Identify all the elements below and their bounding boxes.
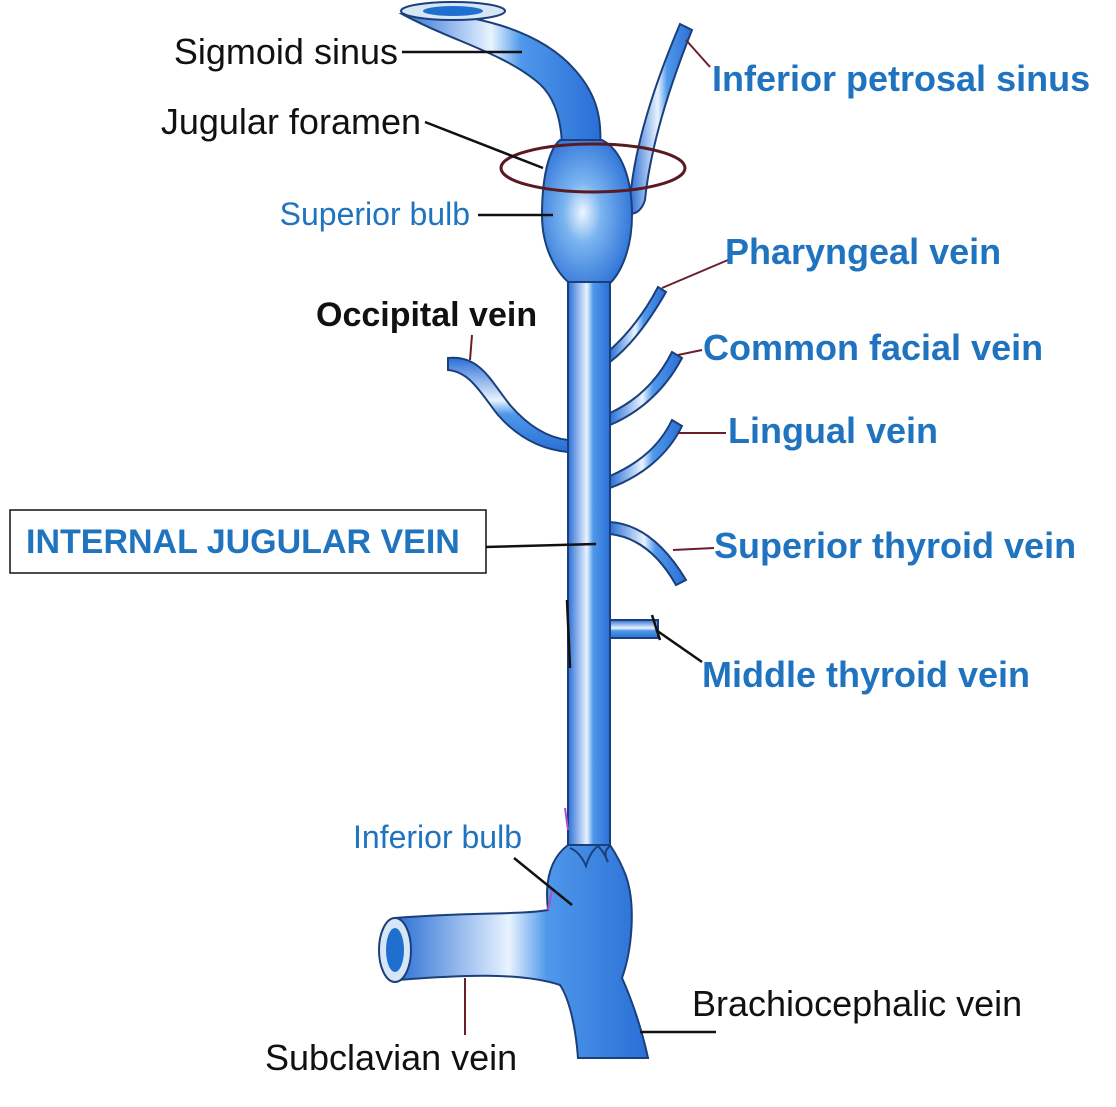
label-inferior-petrosal-sinus: Inferior petrosal sinus xyxy=(712,58,1090,99)
superior-thyroid-vein-vessel xyxy=(609,520,688,587)
label-pharyngeal-vein: Pharyngeal vein xyxy=(725,231,1001,272)
leader-inferior-petrosal-sinus xyxy=(685,39,711,68)
inferior-bulb-and-brachiocephalic-vessel xyxy=(393,844,650,1059)
leader-lines xyxy=(402,39,729,1035)
leader-superior-thyroid-vein xyxy=(672,547,715,551)
label-occipital-vein: Occipital vein xyxy=(316,296,537,334)
middle-thyroid-vein-cut xyxy=(650,614,662,641)
sigmoid-sinus-vessel xyxy=(398,12,602,151)
superior-bulb-vessel xyxy=(540,139,634,286)
label-subclavian-vein: Subclavian vein xyxy=(265,1037,517,1078)
subclavian-vein-lumen xyxy=(386,928,404,972)
jugular-foramen-ring xyxy=(499,142,687,194)
middle-thyroid-vein-vessel xyxy=(609,619,659,639)
label-superior-thyroid-vein: Superior thyroid vein xyxy=(714,525,1076,566)
inferior-bulb-accent xyxy=(547,807,569,911)
lingual-vein-vessel xyxy=(609,418,684,490)
leader-pharyngeal-vein xyxy=(661,259,729,289)
common-facial-vein-vessel xyxy=(609,350,684,427)
leader-occipital-vein xyxy=(469,334,473,361)
internal-jugular-vein-box xyxy=(9,509,487,574)
labels: Sigmoid sinus Jugular foramen Superior b… xyxy=(9,31,1090,1078)
vein-structures xyxy=(378,1,694,1059)
leader-jugular-foramen xyxy=(424,120,544,170)
leader-common-facial-vein xyxy=(677,349,703,356)
label-sigmoid-sinus: Sigmoid sinus xyxy=(174,31,398,72)
leader-inferior-bulb xyxy=(513,857,573,906)
leader-internal-jugular-vein xyxy=(484,542,597,549)
leader-middle-thyroid-vein xyxy=(655,628,703,664)
inferior-bulb-valve xyxy=(569,844,611,869)
label-inferior-bulb: Inferior bulb xyxy=(353,819,522,855)
label-superior-bulb: Superior bulb xyxy=(280,196,470,232)
inferior-petrosal-sinus-vessel xyxy=(629,22,694,216)
label-internal-jugular-vein: INTERNAL JUGULAR VEIN xyxy=(26,523,460,561)
label-middle-thyroid-vein: Middle thyroid vein xyxy=(702,654,1030,695)
trunk-tick-mark xyxy=(565,599,572,669)
pharyngeal-vein-vessel xyxy=(609,285,668,365)
sigmoid-sinus-lumen xyxy=(423,6,483,16)
label-brachiocephalic-vein: Brachiocephalic vein xyxy=(692,983,1022,1024)
label-lingual-vein: Lingual vein xyxy=(728,410,938,451)
label-jugular-foramen: Jugular foramen xyxy=(161,101,421,142)
internal-jugular-vein-trunk xyxy=(567,281,611,853)
label-common-facial-vein: Common facial vein xyxy=(703,327,1043,368)
occipital-vein-vessel xyxy=(447,356,569,454)
